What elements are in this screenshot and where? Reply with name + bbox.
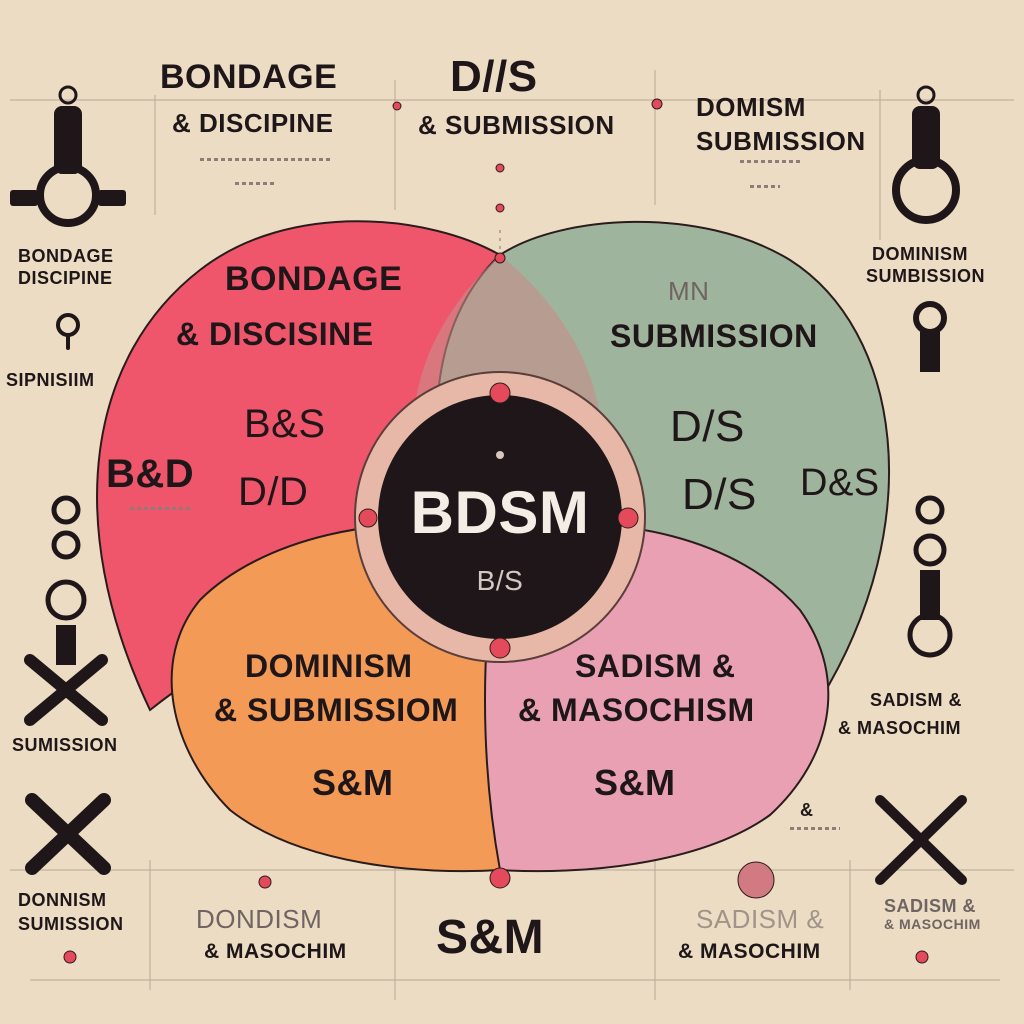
scribble-text xyxy=(235,182,275,185)
ring-restraint-icon-right xyxy=(892,85,960,224)
bottom-right-subtitle: & MASOCHIM xyxy=(678,940,821,963)
right-label-2-line2: & MASOCHIM xyxy=(838,718,961,738)
bottom-left-title: DONDISM xyxy=(196,904,323,934)
red-circle-abbr-1: B&S xyxy=(244,402,326,446)
right-icons xyxy=(875,85,967,885)
chain-restraint-icon-right xyxy=(907,495,953,658)
red-circle-abbr-2: D/D xyxy=(238,470,309,514)
red-circle-title: BONDAGE xyxy=(225,260,403,298)
x-cross-icon-right xyxy=(875,795,967,885)
scribble-text xyxy=(790,827,840,830)
right-label-3-line1: SADISM & xyxy=(884,896,977,916)
right-label-2-line1: SADISM & xyxy=(870,690,963,710)
scribble-text xyxy=(750,185,780,188)
green-circle-subtitle: SUBMISSION xyxy=(610,318,818,354)
left-label-2: SIPNISIIM xyxy=(6,370,95,390)
red-circle-subtitle: & DISCISINE xyxy=(176,316,374,352)
top-right-title: DOMISM xyxy=(696,92,806,122)
scribble-text xyxy=(130,507,190,510)
orange-circle-abbr: S&M xyxy=(312,762,394,803)
ring-restraint-icon-left xyxy=(10,85,126,227)
dot-lower xyxy=(489,867,511,889)
green-circle-abbr-2: D/S xyxy=(682,470,757,519)
bottom-left-subtitle: & MASOCHIM xyxy=(204,940,347,963)
right-small-amp: & xyxy=(800,800,814,820)
left-label-1-line1: BONDAGE xyxy=(18,246,114,266)
top-left-title: BONDAGE xyxy=(160,58,338,96)
scribble-text xyxy=(740,160,800,163)
x-cross-icon-left xyxy=(25,793,111,875)
chain-restraint-icon-left xyxy=(24,495,108,726)
left-icons xyxy=(10,85,126,875)
center-disc xyxy=(378,395,622,639)
orange-circle-title: DOMINISM xyxy=(245,648,413,684)
green-circle-abbr-1: D/S xyxy=(670,402,745,451)
left-label-1-line2: DISCIPINE xyxy=(18,268,113,288)
top-left-subtitle: & DISCIPINE xyxy=(172,108,334,138)
connector-dots xyxy=(63,98,929,964)
center-small-dot xyxy=(496,451,504,459)
green-circle-title: MN xyxy=(668,276,710,306)
center-title: BDSM xyxy=(410,479,590,546)
top-center-subtitle: & SUBMISSION xyxy=(418,110,615,140)
left-label-4-line2: SUMISSION xyxy=(18,914,124,934)
pink-circle-subtitle: & MASOCHISM xyxy=(518,692,755,728)
bottom-right-title: SADISM & xyxy=(696,904,825,934)
right-label-1-line1: DOMINISM xyxy=(872,244,968,264)
right-label-1-line2: SUMBISSION xyxy=(866,266,986,286)
clip-icon-right xyxy=(913,301,947,372)
bottom-center-title: S&M xyxy=(436,911,545,964)
scribble-text xyxy=(200,158,330,161)
orange-circle-subtitle: & SUBMISSIOM xyxy=(214,692,459,728)
pink-circle-abbr: S&M xyxy=(594,762,676,803)
right-label-3-line2: & MASOCHIM xyxy=(884,916,981,932)
pink-circle-title: SADISM & xyxy=(575,648,736,684)
top-center-title: D//S xyxy=(450,52,538,101)
dot-right xyxy=(617,507,639,529)
dot-left xyxy=(358,508,378,528)
dot-top xyxy=(489,382,511,404)
top-right-subtitle: SUBMISSION xyxy=(696,126,866,156)
clip-icon-left xyxy=(56,313,80,350)
red-circle-abbr-3: B&D xyxy=(106,452,195,496)
dot-upper xyxy=(494,252,506,264)
left-label-4-line1: DONNISM xyxy=(18,890,107,910)
green-circle-abbr-3: D&S xyxy=(800,462,880,504)
center-subtitle: B/S xyxy=(476,565,524,596)
left-label-3: SUMISSION xyxy=(12,735,118,755)
dot-bottom xyxy=(489,637,511,659)
